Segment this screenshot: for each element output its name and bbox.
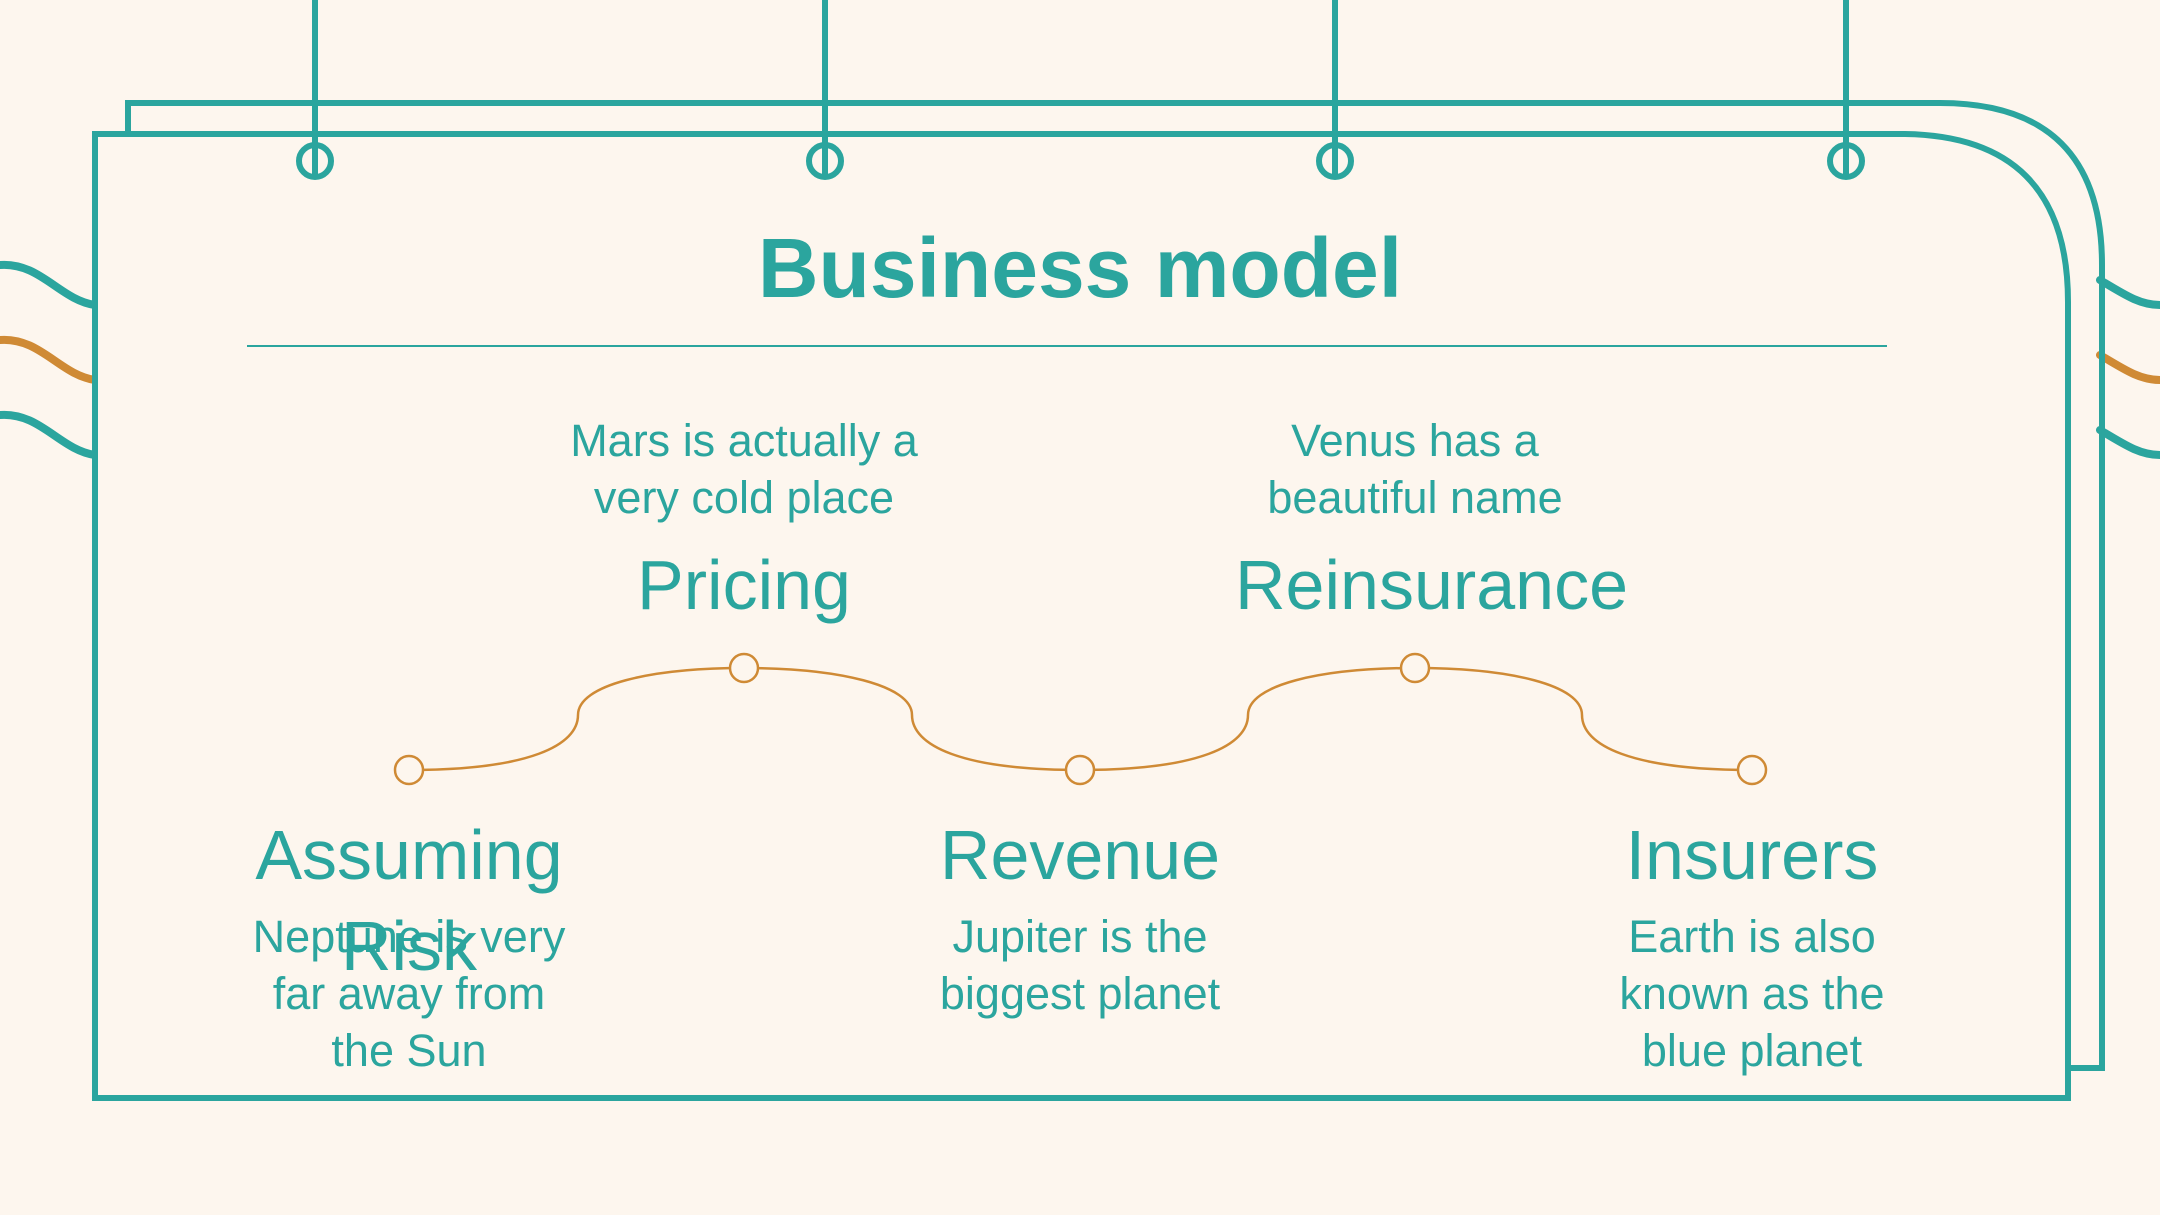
right-decorative-waves: [2096, 276, 2160, 459]
node-description: Venus has a beautiful name: [1267, 415, 1563, 524]
node-dot: [1064, 754, 1096, 786]
node-heading: Reinsurance: [1235, 546, 1628, 624]
front-frame: [92, 131, 2071, 1101]
node-dot: [393, 754, 425, 786]
node-description: Neptune is very far away from the Sun: [252, 911, 566, 1077]
left-wave-teal-top: [0, 260, 99, 309]
node-heading: Assuming Risk: [255, 816, 563, 985]
node-dots: [393, 652, 1768, 786]
node-heading: Pricing: [637, 546, 851, 624]
back-frame: [125, 100, 2105, 1071]
ring-icon: [296, 142, 334, 180]
left-wave-orange: [0, 335, 99, 384]
node-description: Mars is actually a very cold place: [570, 415, 918, 524]
node-heading: Insurers: [1625, 816, 1879, 894]
ring-icon: [1316, 142, 1354, 180]
node-description: Jupiter is the biggest planet: [939, 911, 1221, 1020]
hangers: [296, 0, 1865, 180]
node-dot: [728, 652, 760, 684]
ring-icon: [1827, 142, 1865, 180]
node-description: Earth is also known as the blue planet: [1619, 911, 1885, 1077]
node-dot: [1399, 652, 1431, 684]
node-heading: Revenue: [939, 816, 1221, 894]
node-dot: [1736, 754, 1768, 786]
right-wave-teal-bottom: [2096, 426, 2160, 459]
right-wave-teal-top: [2096, 276, 2160, 309]
left-decorative-waves: [0, 260, 99, 459]
left-wave-teal-bottom: [0, 410, 99, 459]
page-title: Business model: [757, 221, 1403, 315]
ring-icon: [806, 142, 844, 180]
right-wave-orange: [2096, 351, 2160, 384]
